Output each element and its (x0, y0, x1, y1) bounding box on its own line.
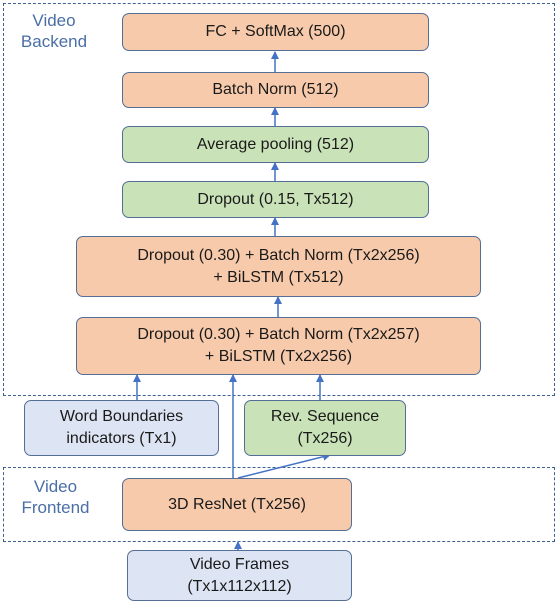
dropout-label: Dropout (0.15, Tx512) (197, 190, 354, 208)
video-backend-label: Video Backend (14, 10, 94, 52)
rev-sequence-line2: (Tx256) (297, 430, 353, 447)
resnet-label: 3D ResNet (Tx256) (168, 495, 306, 513)
arrow-resnet-to-rev (237, 452, 331, 479)
video-frames-line2: (Tx1x112x112) (187, 577, 292, 595)
average-pooling-label: Average pooling (512) (196, 135, 355, 153)
resnet-node: 3D ResNet (Tx256) (122, 478, 352, 531)
bilstm-layer-1-line2: + BiLSTM (Tx2x256) (204, 348, 353, 365)
batch-norm-node: Batch Norm (512) (122, 72, 429, 108)
video-backend-label-line2: Backend (20, 32, 88, 51)
video-frontend-label-line2: Frontend (21, 498, 90, 517)
dropout-node: Dropout (0.15, Tx512) (122, 181, 429, 218)
rev-sequence-node: Rev. Sequence (Tx256) (244, 400, 406, 456)
word-boundaries-node: Word Boundaries indicators (Tx1) (24, 400, 219, 456)
fc-softmax-node: FC + SoftMax (500) (122, 13, 429, 51)
bilstm-layer-2-line2: + BiLSTM (Tx512) (213, 268, 344, 286)
word-boundaries-line1: Word Boundaries (59, 408, 184, 425)
bilstm-layer-2-line1: Dropout (0.30) + Batch Norm (Tx2x256) (137, 246, 420, 264)
bilstm-layer-1-node: Dropout (0.30) + Batch Norm (Tx2x257) + … (76, 317, 481, 375)
average-pooling-node: Average pooling (512) (122, 126, 429, 163)
video-backend-label-line1: Video (32, 11, 76, 30)
word-boundaries-line2: indicators (Tx1) (66, 430, 177, 447)
rev-sequence-line1: Rev. Sequence (270, 408, 380, 425)
fc-softmax-label: FC + SoftMax (500) (205, 23, 346, 40)
video-frontend-label-line1: Video (33, 477, 78, 496)
batch-norm-label: Batch Norm (512) (212, 81, 339, 98)
video-frames-node: Video Frames (Tx1x112x112) (127, 550, 352, 601)
video-backend-group (3, 3, 555, 396)
bilstm-layer-1-line1: Dropout (0.30) + Batch Norm (Tx2x257) (137, 326, 420, 343)
bilstm-layer-2-node: Dropout (0.30) + Batch Norm (Tx2x256) + … (76, 236, 481, 297)
video-frontend-label: Video Frontend (8, 476, 103, 518)
video-frames-line1: Video Frames (189, 555, 290, 573)
